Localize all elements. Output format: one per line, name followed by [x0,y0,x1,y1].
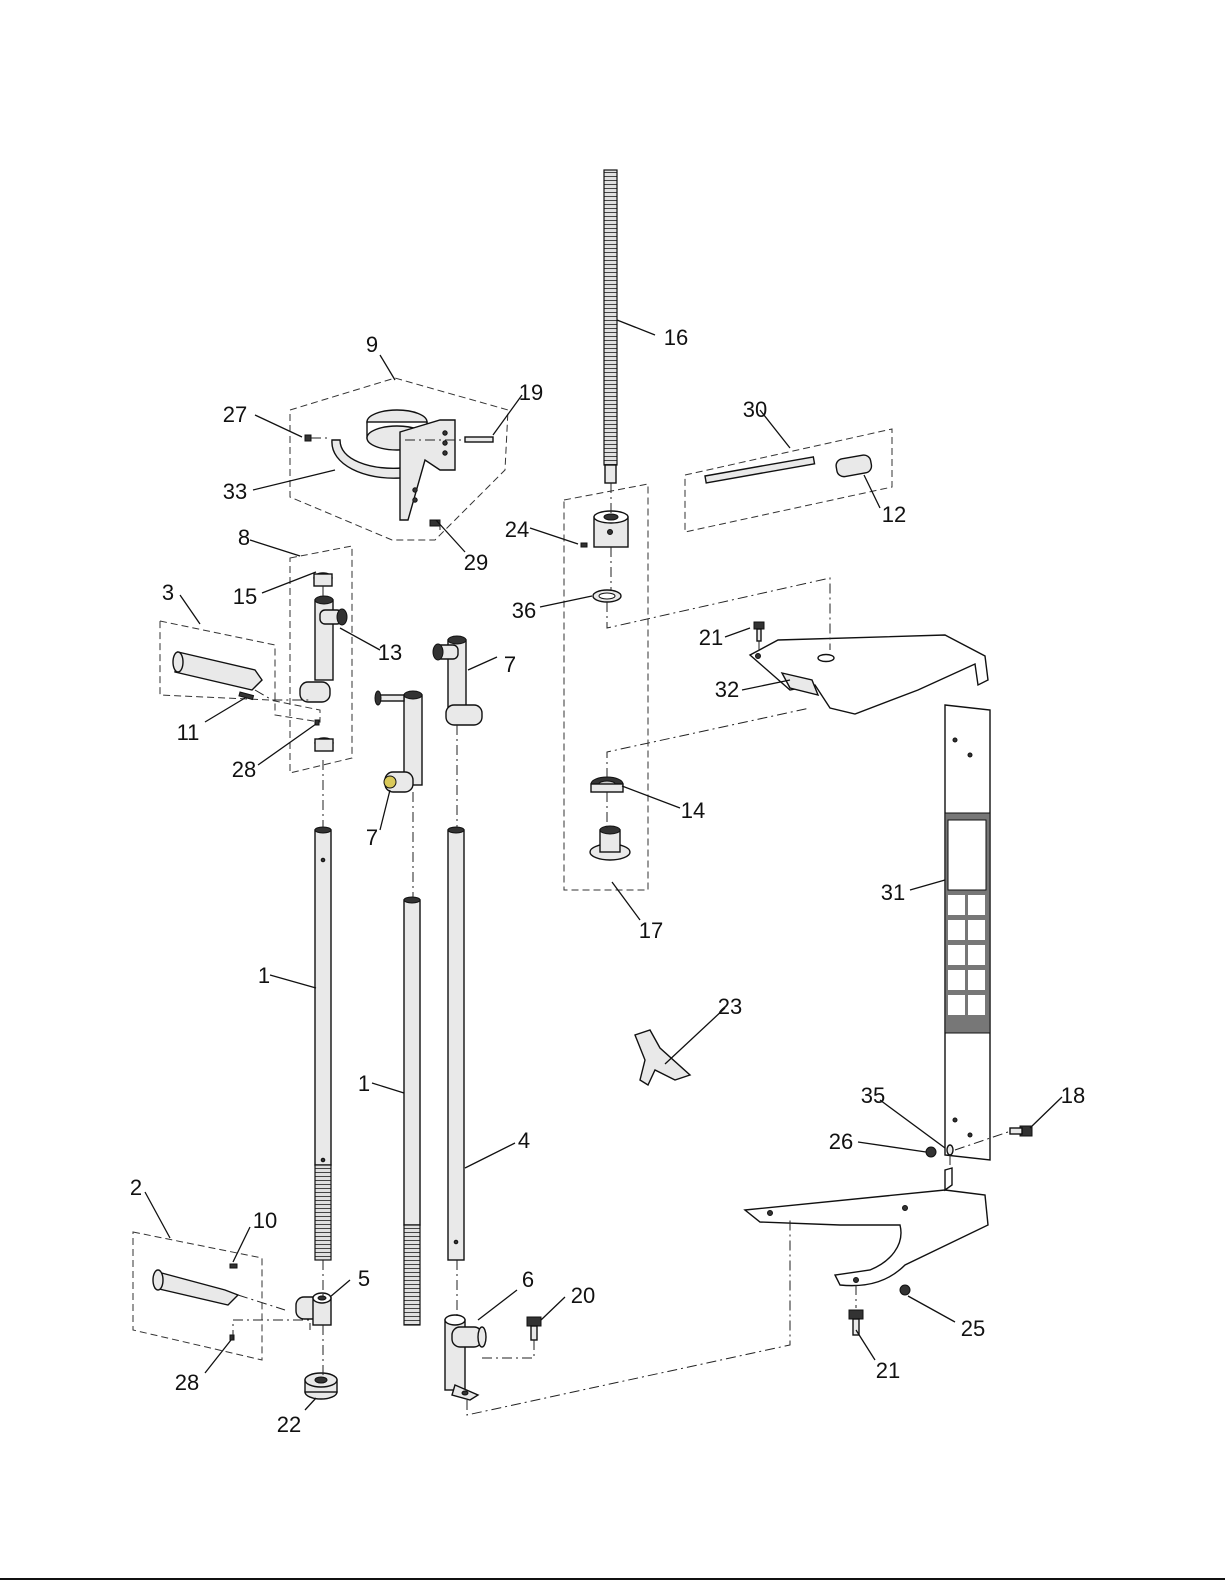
callout-29: 29 [464,550,488,575]
callout-1-middle: 1 [358,1071,370,1096]
callout-7-upper: 7 [504,652,516,677]
callout-25: 25 [961,1316,985,1341]
bracket-32 [750,622,988,714]
callout-7-lower: 7 [366,825,378,850]
callout-16: 16 [664,325,688,350]
lever-2 [153,1264,238,1340]
callout-6: 6 [522,1267,534,1292]
bracket-8 [300,573,347,751]
callout-24: 24 [505,517,529,542]
callout-33: 33 [223,479,247,504]
bushing-17 [590,826,630,860]
callout-3: 3 [162,580,174,605]
clip-23 [635,1030,690,1085]
callout-32: 32 [715,677,739,702]
label-decal-31 [945,813,990,1033]
callout-22: 22 [277,1412,301,1437]
callout-18: 18 [1061,1083,1085,1108]
callout-23: 23 [718,994,742,1019]
callout-19: 19 [519,380,543,405]
nut-22 [305,1373,337,1399]
bracket-7-lower [375,691,422,792]
callout-8: 8 [238,525,250,550]
callout-13: 13 [378,640,402,665]
callout-27: 27 [223,402,247,427]
callout-21-bottom: 21 [876,1358,900,1383]
callout-4: 4 [518,1128,530,1153]
callout-2: 2 [130,1175,142,1200]
callout-36: 36 [512,598,536,623]
callout-17: 17 [639,918,663,943]
blade-guard-9 [305,410,493,526]
base-plate [745,1168,988,1335]
callout-26: 26 [829,1129,853,1154]
lever-3 [173,652,262,699]
bracket-7-upper [433,636,482,725]
column-1-middle [404,897,420,1325]
callout-12: 12 [882,502,906,527]
callout-11: 11 [177,720,200,745]
plate-31 [945,705,990,1160]
pin-30 [705,454,873,483]
collar-24 [581,511,628,547]
bolt-20 [527,1317,541,1340]
callout-10: 10 [253,1208,277,1233]
callout-35: 35 [861,1083,885,1108]
callout-5: 5 [358,1266,370,1291]
fitting-6 [445,1315,486,1400]
callout-28-top: 28 [232,757,256,782]
callout-21-top: 21 [699,625,723,650]
callout-9: 9 [366,332,378,357]
callout-1-left: 1 [258,963,270,988]
column-4 [448,827,464,1260]
washer-36 [593,590,621,602]
callout-30: 30 [743,397,767,422]
callout-15: 15 [233,584,257,609]
callout-28-bottom: 28 [175,1370,199,1395]
group-box-9 [290,378,508,540]
callout-14: 14 [681,798,705,823]
callout-20: 20 [571,1283,595,1308]
threaded-rod-16 [604,170,617,483]
bearing-14 [591,777,623,792]
column-1-left [315,827,331,1260]
callout-31: 31 [881,880,905,905]
